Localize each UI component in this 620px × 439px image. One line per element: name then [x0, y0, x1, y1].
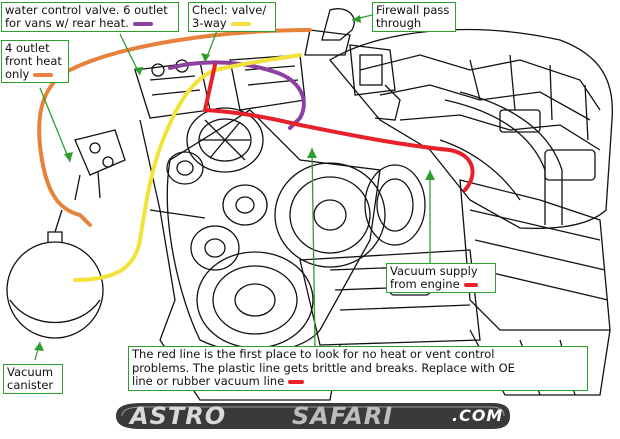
arrowhead-check-valve — [201, 53, 210, 62]
arrowhead-firewall — [352, 15, 361, 23]
leader-red-note — [311, 147, 316, 348]
orange-swatch — [33, 72, 54, 77]
purple-swatch — [132, 21, 153, 26]
yellow-check-valve-line — [73, 53, 302, 282]
leader-front-heat — [39, 87, 71, 163]
callout-text: The red line is the first place to look … — [132, 347, 495, 361]
arrowhead-vacuum-supply — [425, 170, 435, 180]
callout-text: water control valve. 6 outlet — [5, 3, 168, 17]
callout-text: only — [5, 68, 65, 81]
callout-water-control-valve: water control valve. 6 outlet for vans w… — [1, 2, 179, 32]
red-swatch — [463, 282, 478, 287]
callout-text: 4 outlet — [5, 41, 50, 55]
watermark-backdrop — [116, 403, 510, 429]
purple-rear-heat-line — [168, 60, 306, 130]
callout-text: problems. The plastic line gets brittle … — [132, 360, 515, 375]
orange-front-heat-line — [37, 28, 312, 227]
watermark-safari: SAFARI — [292, 402, 394, 430]
vacuum-lines — [37, 28, 475, 282]
watermark-dotcom: .COM — [452, 406, 504, 425]
callout-text: canister — [7, 378, 54, 392]
callout-text: from engine — [390, 278, 492, 291]
callout-text: Checl: valve/ — [192, 3, 267, 17]
callout-front-heat: 4 outlet front heat only — [1, 40, 69, 83]
engine-outline — [6, 8, 614, 401]
callout-text: Vacuum — [7, 365, 54, 379]
arrowhead-front-heat — [64, 152, 73, 162]
red-swatch — [288, 379, 305, 384]
astrosafari-watermark: ASTRO SAFARI .COM — [112, 400, 514, 432]
callout-text: line or rubber vacuum line — [132, 374, 584, 389]
callout-text: through — [376, 16, 422, 30]
yellow-swatch — [230, 21, 251, 26]
leader-arrowheads — [34, 15, 435, 351]
callout-text: front heat — [5, 54, 62, 68]
arrowhead-water-valve — [134, 67, 143, 75]
red-vacuum-supply-line — [203, 63, 475, 192]
callout-check-valve: Checl: valve/ 3-way — [188, 2, 276, 32]
callout-text: Firewall pass — [376, 3, 450, 17]
arrowhead-red-note — [307, 148, 317, 158]
callout-text: for vans w/ rear heat. — [5, 17, 175, 30]
arrowhead-canister — [34, 342, 44, 351]
callout-red-line-note: The red line is the first place to look … — [128, 346, 588, 391]
callout-text: Vacuum supply — [390, 264, 478, 278]
callout-vacuum-canister: Vacuum canister — [3, 364, 63, 394]
callout-firewall-pass-through: Firewall pass through — [372, 2, 456, 32]
callout-text: 3-way — [192, 17, 272, 30]
callout-vacuum-supply: Vacuum supply from engine — [386, 263, 496, 293]
leader-lines — [34, 14, 431, 361]
watermark-astro: ASTRO — [130, 402, 227, 430]
